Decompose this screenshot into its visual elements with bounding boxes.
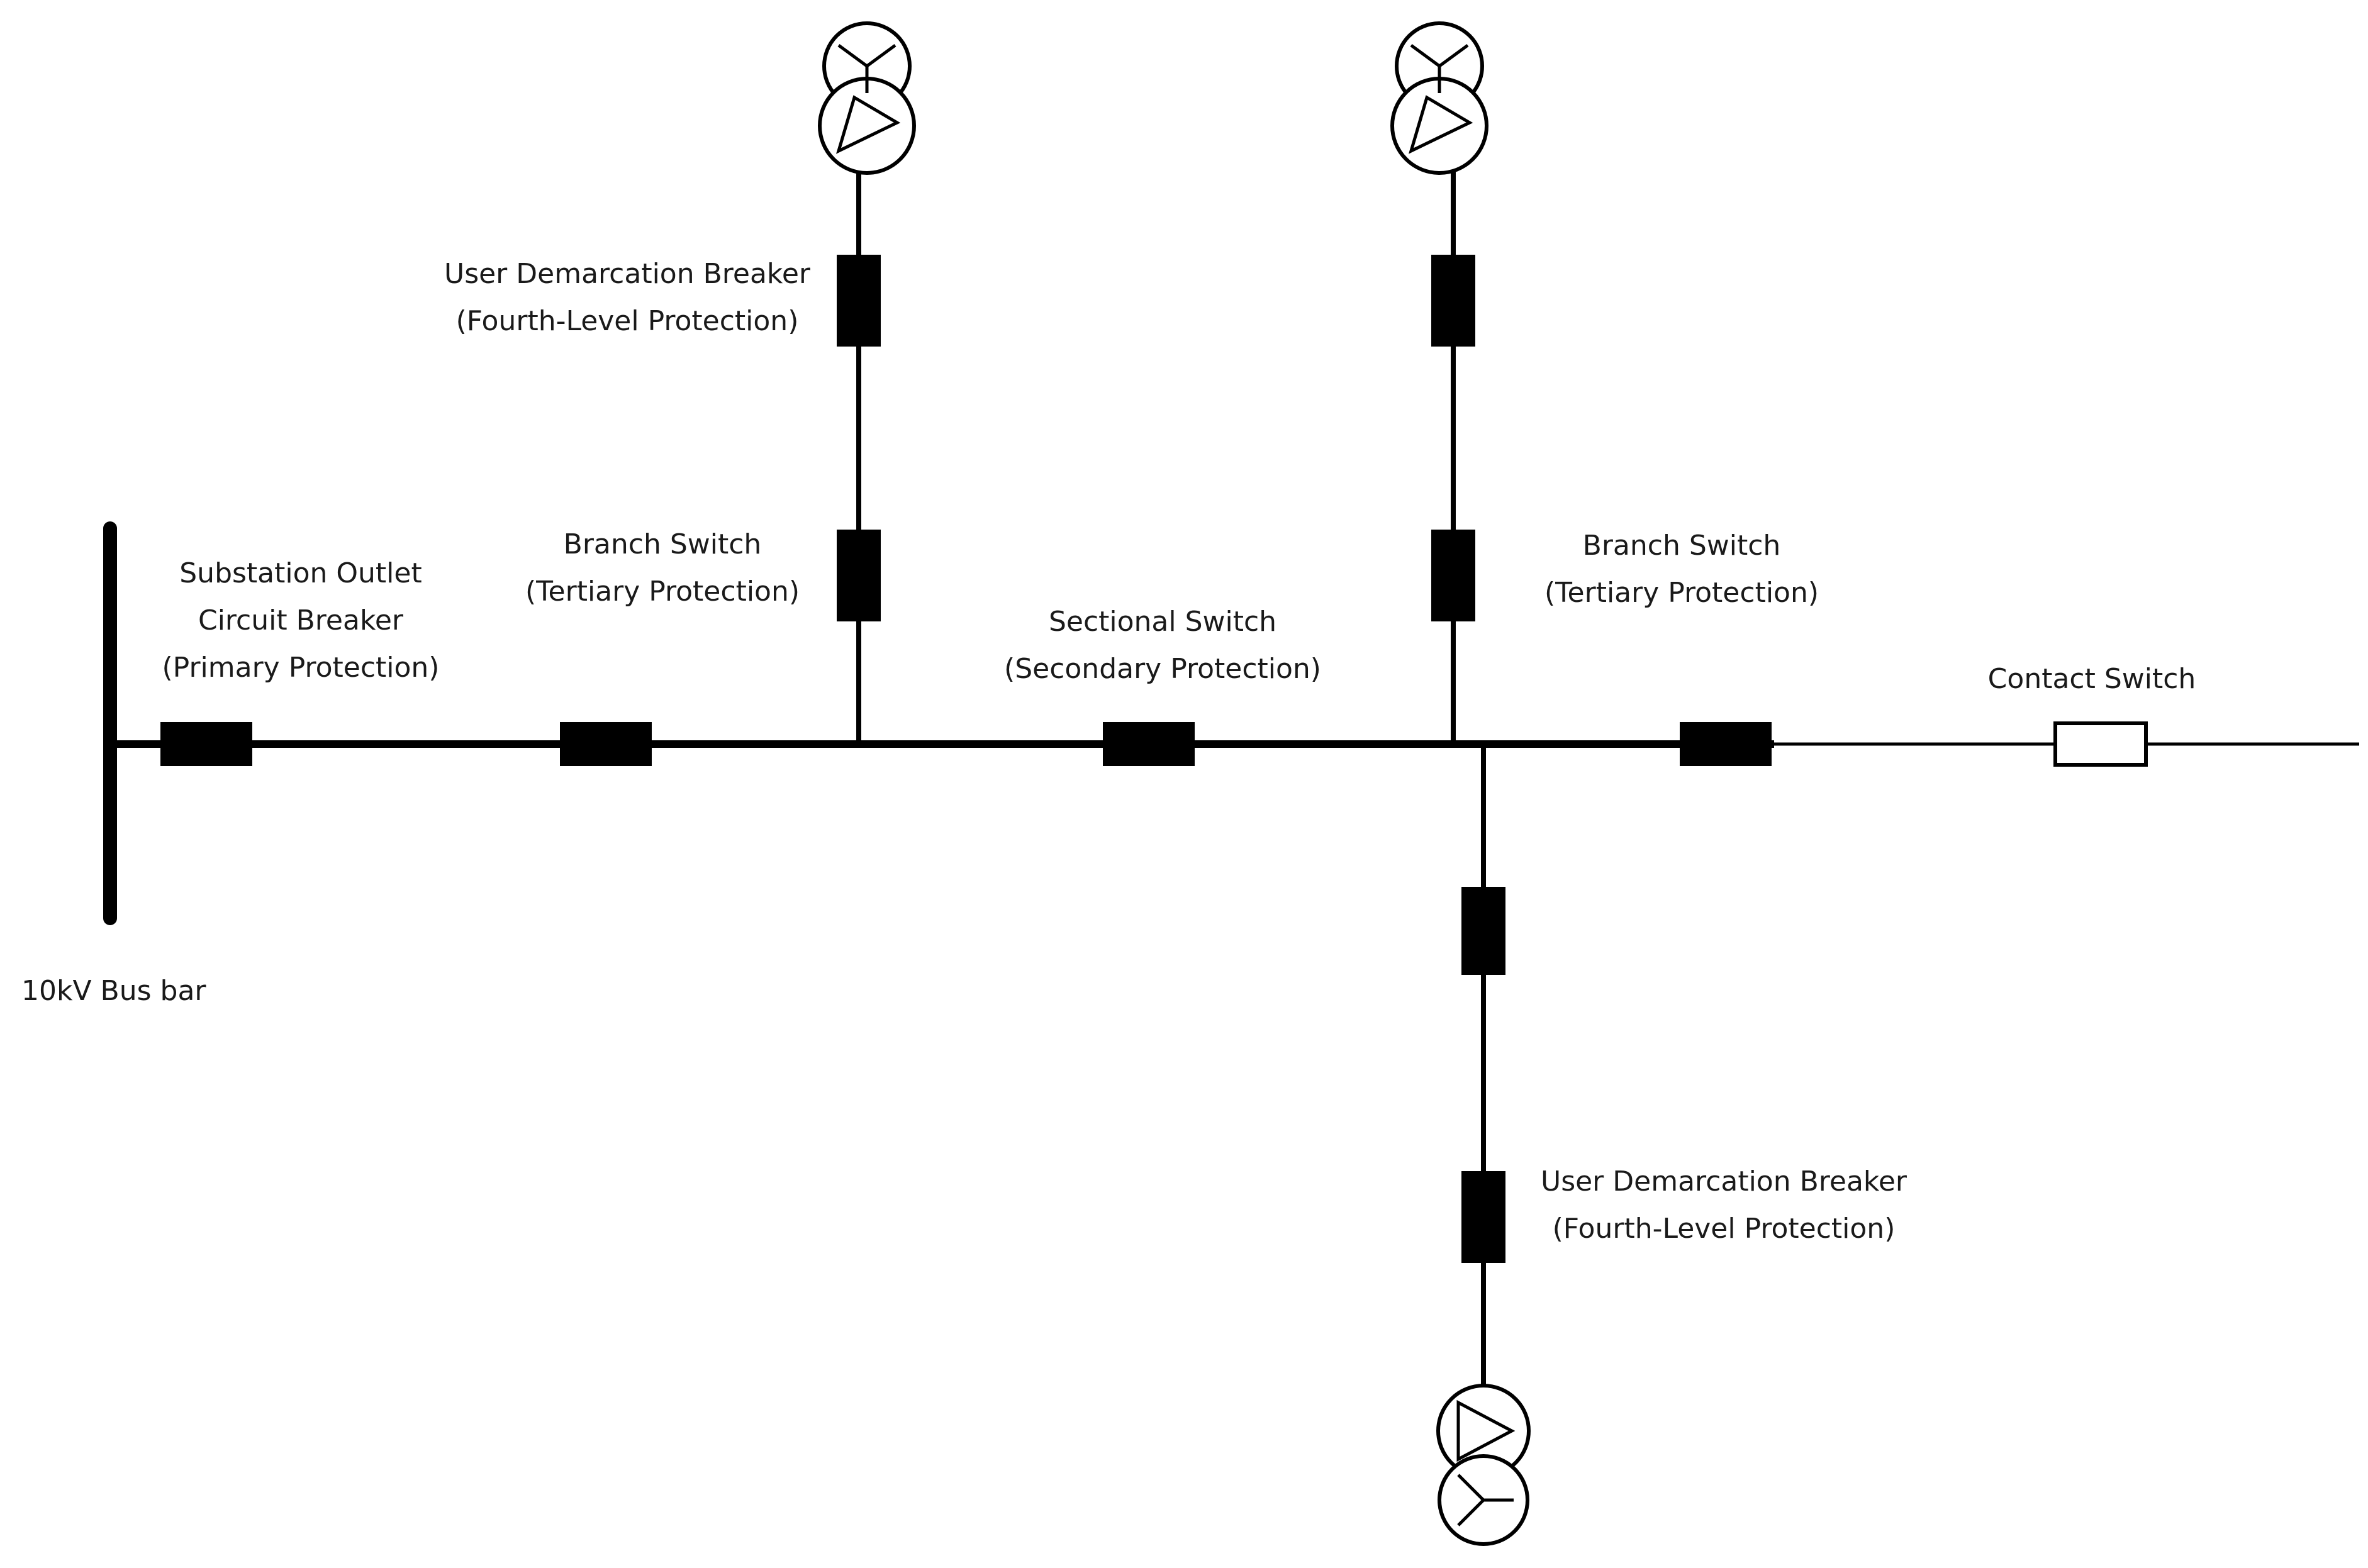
- contact-switch[interactable]: [2053, 721, 2148, 767]
- branch-switch-left-label-line2: (Tertiary Protection): [525, 575, 800, 608]
- sectional-switch-label-line1: Sectional Switch: [1049, 606, 1276, 638]
- sectional-switch-label-line2: (Secondary Protection): [1004, 653, 1321, 685]
- transformer-wye-delta-icon: [818, 21, 916, 175]
- branch-switch-left[interactable]: [837, 530, 881, 621]
- lower-branch-breaker[interactable]: [1461, 887, 1505, 975]
- user-demarcation-breaker-bottom[interactable]: [1461, 1171, 1505, 1263]
- branch-switch-right-label-line1: Branch Switch: [1583, 530, 1781, 562]
- contact-switch-label: Contact Switch: [1988, 663, 2196, 695]
- user-breaker-bottom-label-line1: User Demarcation Breaker: [1541, 1165, 1907, 1198]
- user-demarcation-breaker-top-left[interactable]: [837, 255, 881, 347]
- user-demarcation-breaker-top-right[interactable]: [1431, 255, 1475, 347]
- user-breaker-top-label-line1: User Demarcation Breaker: [444, 258, 811, 290]
- branch-switch-right-label-line2: (Tertiary Protection): [1544, 577, 1819, 609]
- user-breaker-bottom-label-line2: (Fourth-Level Protection): [1553, 1213, 1896, 1245]
- transformer-wye-delta-icon: [1390, 21, 1488, 175]
- substation-breaker-label-line2: Circuit Breaker: [198, 604, 404, 637]
- substation-breaker-label-line1: Substation Outlet: [179, 557, 422, 589]
- branch-switch-left-label-line1: Branch Switch: [564, 528, 762, 560]
- substation-breaker-label-line3: (Primary Protection): [162, 652, 440, 684]
- feeder-breaker-section-1[interactable]: [560, 722, 652, 766]
- substation-outlet-breaker[interactable]: [160, 722, 252, 766]
- feeder-breaker-section-2[interactable]: [1680, 722, 1772, 766]
- branch-switch-right[interactable]: [1431, 530, 1475, 621]
- user-breaker-top-label-line2: (Fourth-Level Protection): [456, 305, 799, 337]
- transformer-wye-delta-icon: [1436, 1384, 1531, 1546]
- sectional-switch[interactable]: [1103, 722, 1195, 766]
- bus-bar-label: 10kV Bus bar: [21, 975, 206, 1007]
